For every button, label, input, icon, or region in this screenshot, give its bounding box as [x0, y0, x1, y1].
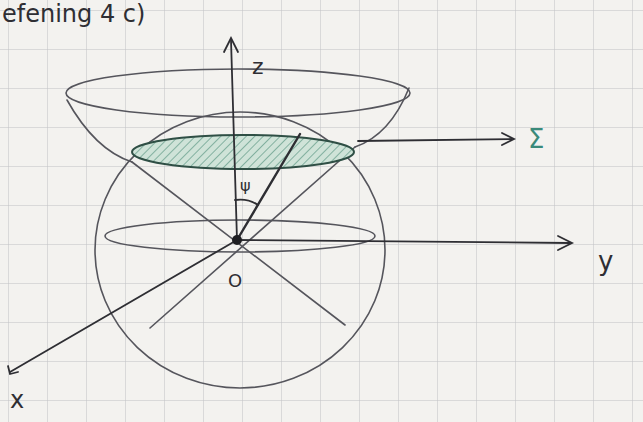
exercise-heading: efening 4 c) — [2, 2, 145, 26]
surface-label: Σ — [528, 126, 544, 152]
axis-label: y — [598, 248, 613, 274]
angle-label: ψ — [240, 178, 251, 194]
axis-label: z — [252, 56, 264, 78]
origin-label: O — [228, 272, 242, 290]
axis-label: x — [10, 388, 24, 412]
